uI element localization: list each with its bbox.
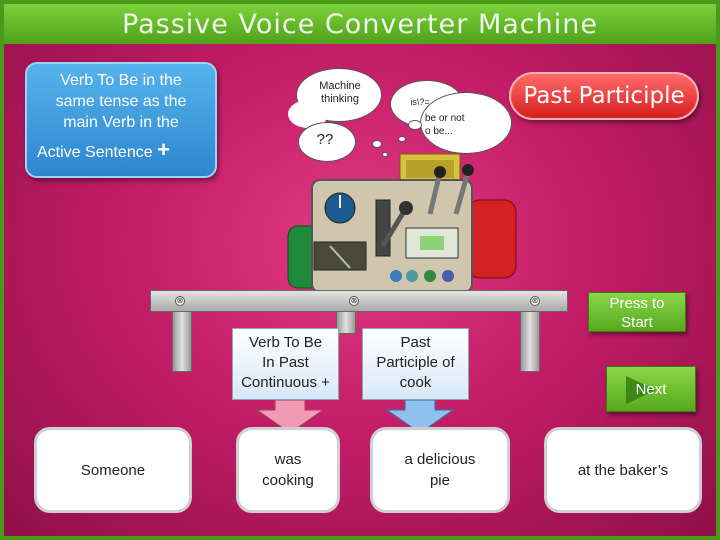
press-to-start-button[interactable]: Press to Start [588,292,686,332]
answer-box-place: at the baker’s [544,427,702,513]
blue-down-arrow-icon [385,400,455,434]
instruction-line-4: Active Sentence [37,144,153,161]
instruction-line-1: Verb To Be in the [60,72,182,89]
instruction-line-2: same tense as the [55,93,187,110]
past-participle-box: Past Participle [509,72,699,120]
pink-down-arrow-icon [255,400,325,434]
verb-to-be-label: Verb To Be In Past Continuous + [232,328,339,400]
formula-text: is\?= [410,97,430,107]
past-participle-label: Past Participle [523,83,685,109]
machine-thinking-text: Machine thinking [319,80,361,105]
play-arrow-icon [626,376,656,404]
plus-sign: + [157,137,170,162]
page-title: Passive Voice Converter Machine [122,8,598,40]
answer-box-subject: Someone [34,427,192,513]
next-label: Next [635,381,667,398]
next-button[interactable]: Next [606,366,696,412]
question-marks: ?? [316,131,334,148]
instruction-line-3: main Verb in the [63,114,179,131]
hamlet-quote: be or not o be... [425,113,465,137]
past-participle-of-cook-label: Past Participle of cook [362,328,469,400]
machine-illustration [287,153,517,293]
title-bar: Passive Voice Converter Machine [4,4,716,44]
verb-to-be-instruction-box: Verb To Be in the same tense as the main… [25,62,217,178]
